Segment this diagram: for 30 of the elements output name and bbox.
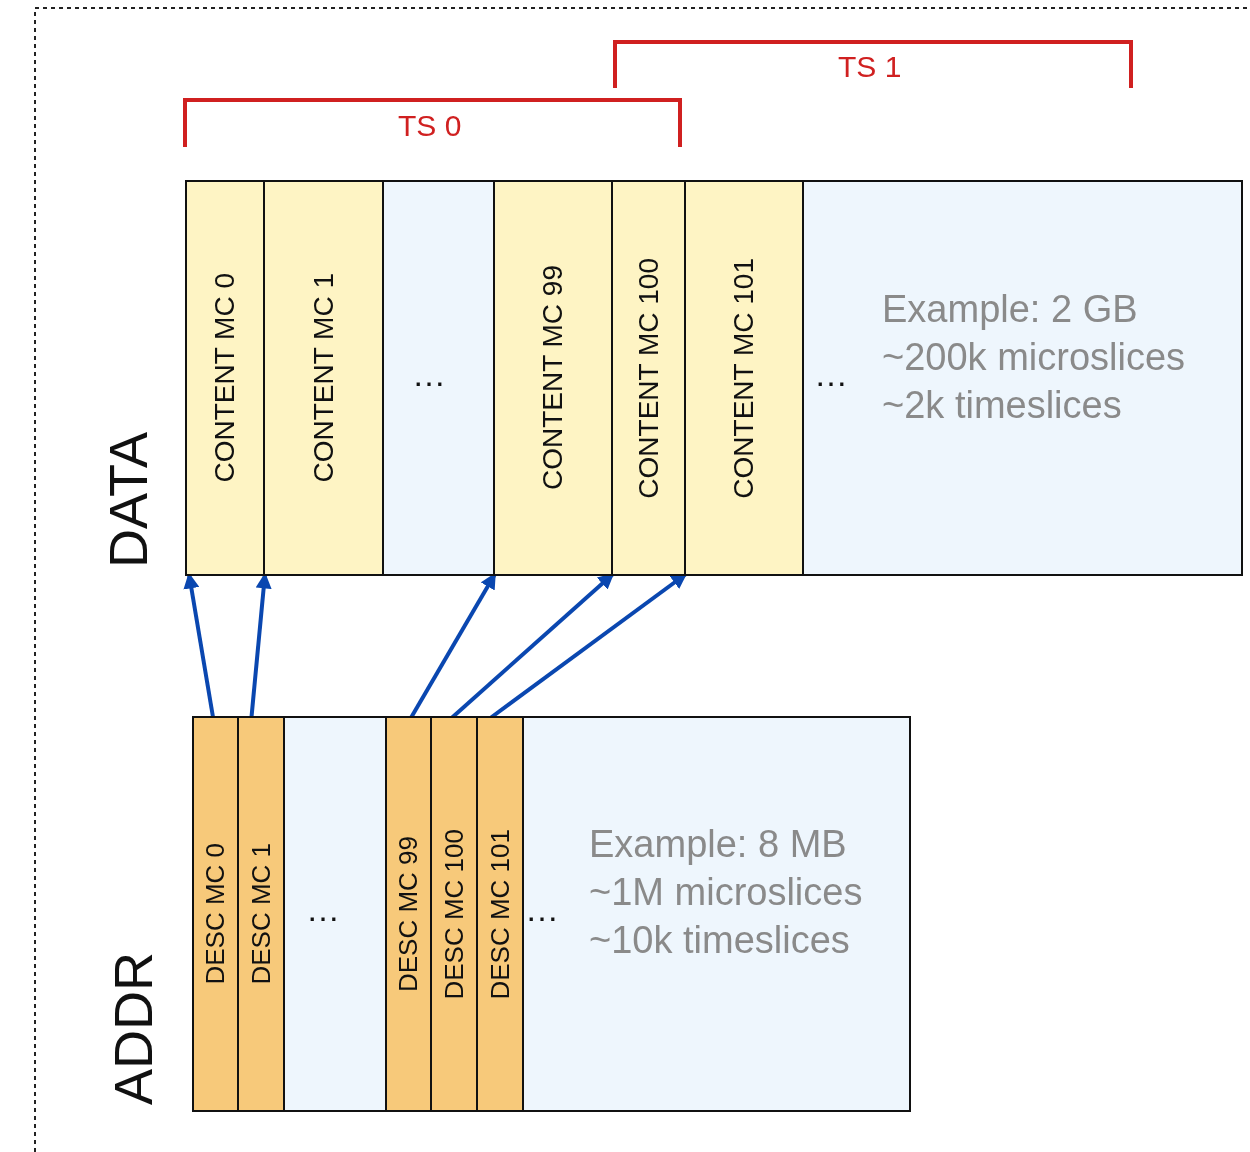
cell-label: CONTENT MC 101: [728, 257, 760, 499]
memory-cell: [684, 182, 804, 574]
cell-label: CONTENT MC 1: [307, 273, 340, 483]
memory-cell: [493, 182, 613, 574]
cell-label: DESC MC 99: [393, 835, 424, 992]
cell-label: CONTENT MC 100: [632, 257, 665, 499]
cell-label: CONTENT MC 0: [209, 273, 241, 483]
ellipsis: …: [525, 890, 559, 929]
memory-cell: [192, 718, 239, 1110]
ellipsis: …: [814, 355, 848, 394]
ellipsis: …: [412, 355, 446, 394]
memory-cell: [237, 718, 285, 1110]
memory-cell: [476, 718, 524, 1110]
example-note: Example: 8 MB ~1M microslices ~10k timeslices: [589, 822, 864, 963]
bracket-label: TS 0: [398, 109, 462, 143]
memory-cell: [185, 182, 265, 574]
buffer-title: DATA: [97, 432, 159, 568]
cell-label: DESC MC 1: [245, 843, 277, 985]
cell-label: DESC MC 0: [200, 843, 231, 985]
memory-cell: [385, 718, 432, 1110]
memory-cell: [430, 718, 478, 1110]
cell-label: DESC MC 101: [484, 828, 516, 1000]
ellipsis: …: [306, 890, 340, 929]
buffer-title: ADDR: [102, 952, 164, 1105]
cell-label: DESC MC 100: [438, 828, 470, 1000]
memory-cell: [611, 182, 686, 574]
memory-cell: [263, 182, 384, 574]
cell-label: CONTENT MC 99: [537, 265, 569, 491]
bracket-label: TS 1: [838, 50, 902, 84]
example-note: Example: 2 GB ~200k microslices ~2k timeslices: [882, 287, 1187, 428]
